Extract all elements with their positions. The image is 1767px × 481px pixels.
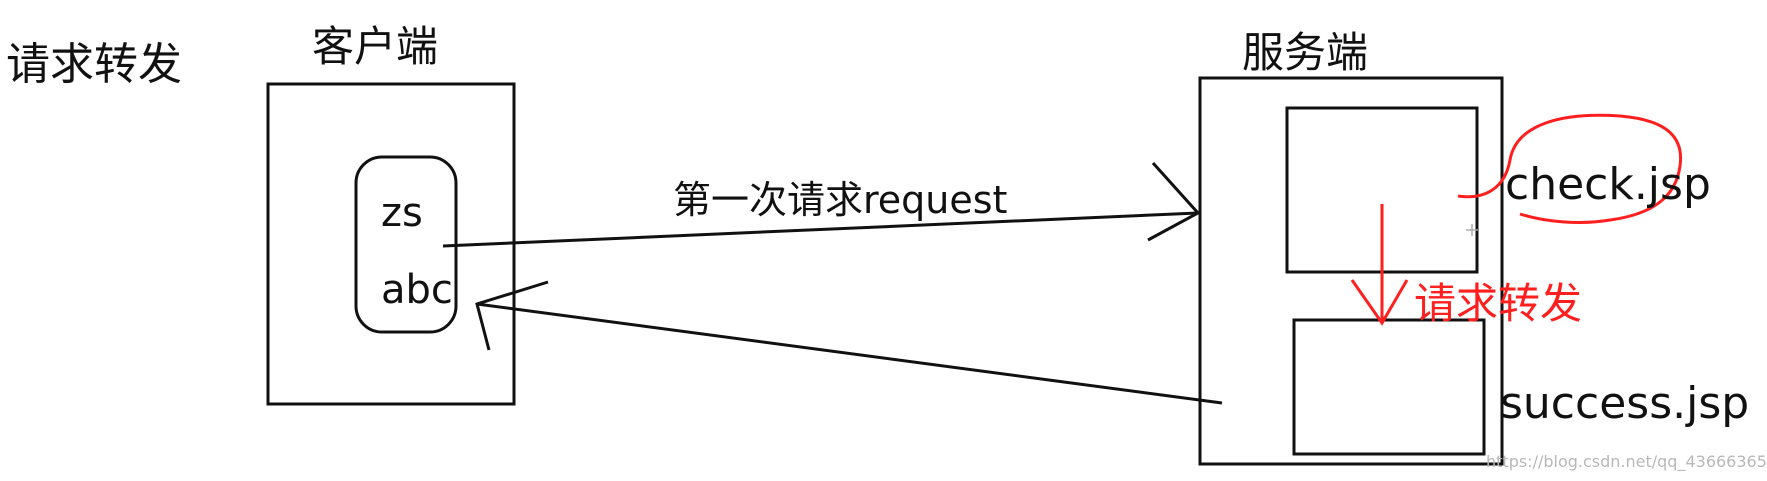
check-jsp-label: check.jsp [1505, 159, 1711, 210]
client-label: 客户端 [312, 22, 439, 71]
response-arrow-line [476, 302, 1223, 405]
request-arrow-line [442, 211, 1199, 248]
server-label: 服务端 [1242, 28, 1369, 77]
client-field-password: abc [381, 267, 453, 313]
client-field-username: zs [381, 190, 423, 236]
server-box [1198, 76, 1504, 466]
diagram-title: 请求转发 [6, 39, 182, 90]
check-jsp-highlight [1457, 113, 1683, 224]
success-jsp-box [1292, 318, 1486, 456]
forward-label: 请求转发 [1414, 279, 1583, 328]
forward-arrowhead [1350, 279, 1409, 326]
request-arrowhead [1147, 161, 1201, 242]
success-jsp-label: success.jsp [1500, 378, 1750, 429]
request-arrow-label: 第一次请求request [673, 178, 1008, 222]
response-arrowhead [475, 280, 549, 351]
watermark: https://blog.csdn.net/qq_43666365 [1486, 452, 1767, 471]
